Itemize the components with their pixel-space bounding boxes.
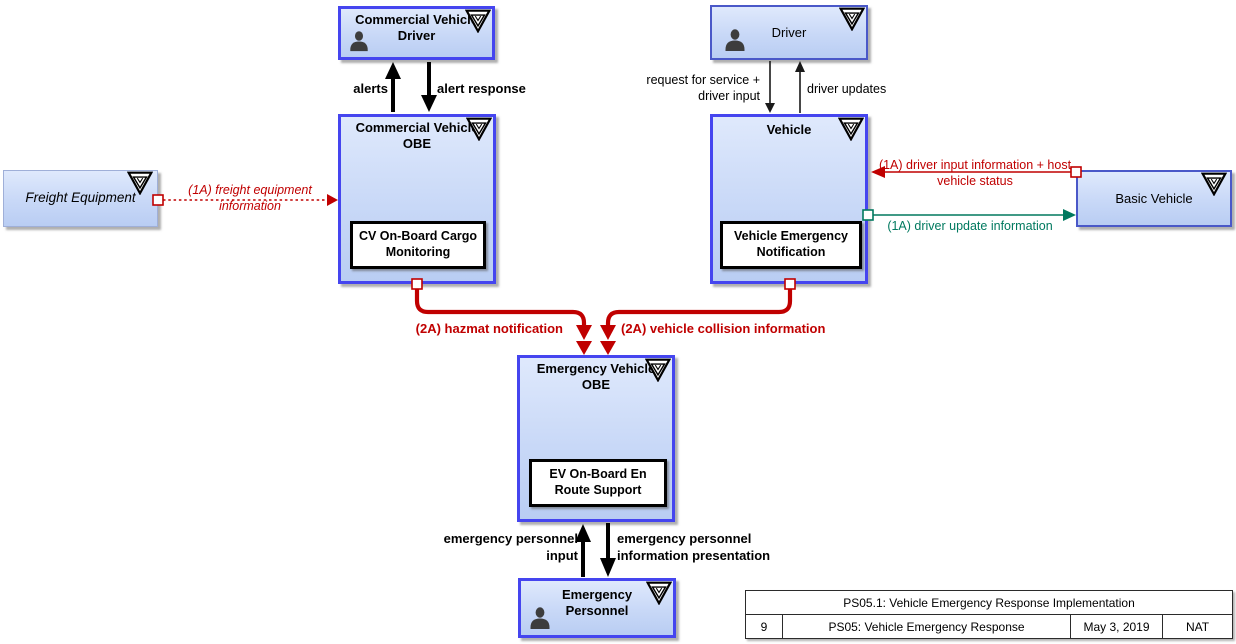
flow-label-freight-equipment-information: (1A) freight equipment information (188, 183, 312, 213)
physical-object-icon (126, 171, 154, 196)
person-icon (723, 27, 747, 53)
node-title: Freight Equipment (25, 190, 136, 206)
title-block-service-package: PS05: Vehicle Emergency Response (782, 614, 1071, 639)
title-block-region: NAT (1162, 614, 1233, 639)
title-block-date: May 3, 2019 (1070, 614, 1163, 639)
flow-label-alert-response: alert response (437, 81, 526, 96)
node-title: Emergency Vehicle OBE (536, 361, 656, 392)
physical-object-icon (464, 9, 492, 34)
physical-object-icon (465, 117, 493, 142)
node-commercial-vehicle-driver: Commercial Vehicle Driver (338, 6, 495, 60)
physical-object-icon (1200, 172, 1228, 197)
node-driver: Driver (710, 5, 868, 60)
flow-arrow-emergency-personnel-information-presentation (600, 523, 616, 577)
person-icon (348, 29, 370, 53)
diagram-title-block: PS05.1: Vehicle Emergency Response Imple… (745, 590, 1233, 639)
node-title: Commercial Vehicle Driver (355, 12, 478, 43)
flow-label-hazmat-notification: (2A) hazmat notification (415, 321, 563, 336)
flow-arrow-request-for-service (765, 61, 775, 113)
title-block-page-number: 9 (745, 614, 783, 639)
flow-label-emergency-personnel-information-presentation: emergency personnel information presenta… (617, 531, 771, 563)
flow-label-driver-updates: driver updates (807, 82, 887, 96)
flow-arrow-hazmat-notification (411, 278, 592, 355)
node-emergency-personnel: Emergency Personnel (518, 578, 676, 638)
physical-object-icon (837, 117, 865, 142)
title-block-diagram-title: PS05.1: Vehicle Emergency Response Imple… (745, 590, 1233, 615)
flow-label-driver-update-information: (1A) driver update information (887, 219, 1053, 233)
flow-arrow-vehicle-collision-information (600, 278, 796, 355)
node-emergency-vehicle-obe: Emergency Vehicle OBE EV On-Board En Rou… (517, 355, 675, 522)
person-icon (528, 605, 552, 631)
flow-label-request-for-service: request for service + driver input (646, 73, 760, 103)
functional-object-cv-on-board-cargo-monitoring: CV On-Board Cargo Monitoring (350, 221, 486, 269)
physical-object-icon (645, 581, 673, 606)
node-vehicle: Vehicle Vehicle Emergency Notification (710, 114, 868, 284)
physical-object-icon (838, 7, 866, 32)
node-commercial-vehicle-obe: Commercial Vehicle OBE CV On-Board Cargo… (338, 114, 496, 284)
flow-arrow-alert-response (421, 62, 437, 112)
node-basic-vehicle: Basic Vehicle (1076, 170, 1232, 227)
flow-label-driver-input-information: (1A) driver input information + host veh… (878, 158, 1072, 188)
flow-label-vehicle-collision-information: (2A) vehicle collision information (621, 321, 826, 336)
node-title: Emergency Personnel (561, 587, 633, 618)
node-title: Commercial Vehicle OBE (355, 120, 479, 151)
functional-object-vehicle-emergency-notification: Vehicle Emergency Notification (720, 221, 862, 269)
flow-label-alerts: alerts (353, 81, 388, 96)
flow-label-emergency-personnel-input: emergency personnel input (443, 531, 578, 563)
functional-object-ev-on-board-en-route-support: EV On-Board En Route Support (529, 459, 667, 507)
physical-object-icon (644, 358, 672, 383)
node-title: Driver (771, 24, 807, 40)
node-title: Basic Vehicle (1115, 190, 1193, 206)
node-title: Vehicle (766, 122, 812, 137)
node-freight-equipment: Freight Equipment (3, 170, 158, 227)
flow-arrow-driver-updates (795, 61, 805, 113)
